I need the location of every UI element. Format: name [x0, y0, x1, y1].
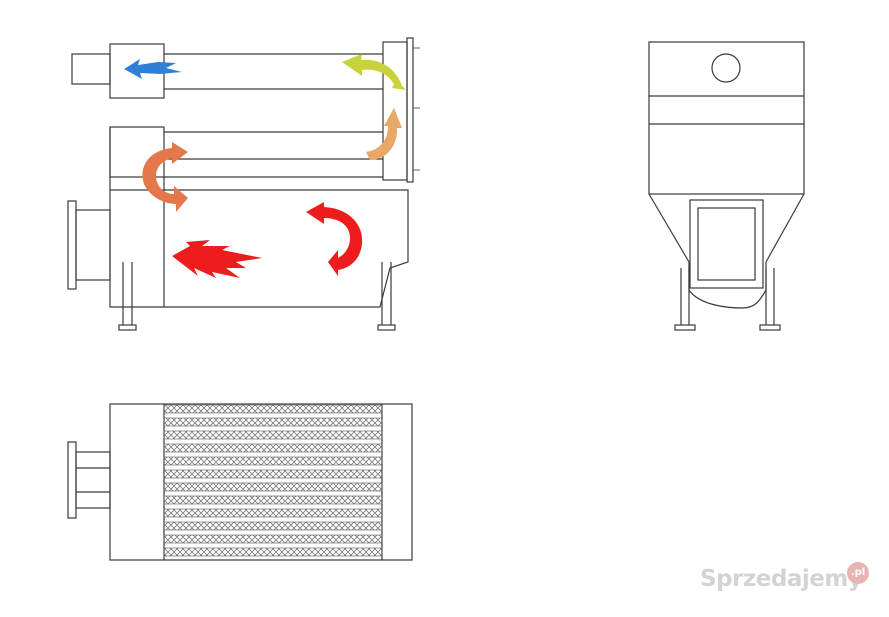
- upflow-arrow-icon: [366, 108, 402, 160]
- tube-row: [163, 443, 383, 453]
- access-door: [697, 207, 756, 281]
- tube-row: [163, 508, 383, 518]
- combustion-swirl-arrow-icon: [306, 202, 363, 276]
- side-view: [67, 37, 420, 331]
- tube-row: [163, 417, 383, 427]
- tube-bundle: [163, 404, 383, 557]
- flue-outlet-arrow-icon: [124, 59, 182, 79]
- tube-row: [163, 547, 383, 557]
- return-bend-arrow-icon: [342, 54, 406, 90]
- tube-row: [163, 495, 383, 505]
- access-door-frame: [689, 199, 764, 289]
- end-casing: [648, 41, 805, 195]
- tube-row: [163, 534, 383, 544]
- tube-row: [163, 521, 383, 531]
- top-view: [67, 403, 413, 561]
- flue-outlet-stub: [71, 53, 111, 85]
- watermark-badge: .pl: [847, 562, 869, 584]
- tube-row: [163, 456, 383, 466]
- burner-tube: [75, 209, 111, 281]
- flue-port: [711, 53, 741, 83]
- tube-row: [163, 482, 383, 492]
- end-view: [648, 41, 805, 331]
- tube-row: [163, 404, 383, 414]
- first-pass-return-arrow-icon: [142, 142, 188, 212]
- tube-row: [163, 430, 383, 440]
- burner-flange: [67, 200, 77, 290]
- flame-icon: [172, 240, 262, 278]
- watermark-brand: Sprzedajemy: [700, 566, 863, 592]
- tube-row: [163, 469, 383, 479]
- rear-cover-plate: [406, 37, 414, 183]
